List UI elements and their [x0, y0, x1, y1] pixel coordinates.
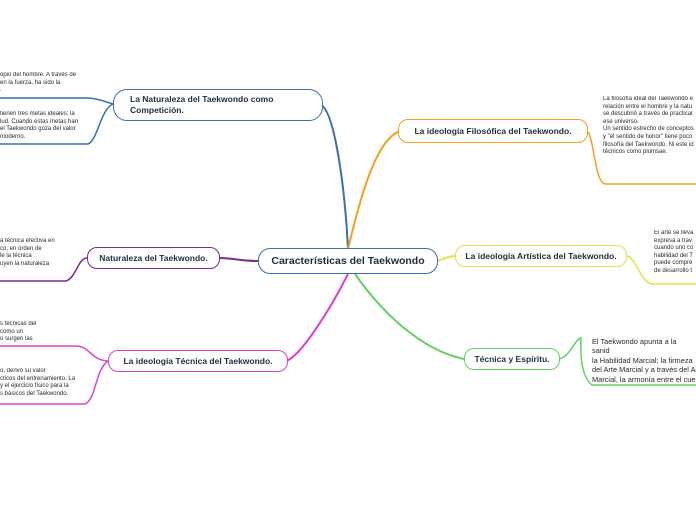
link-competicion-note1	[0, 97, 114, 105]
branch-espiritu[interactable]: Técnica y Espíritu.	[464, 348, 560, 370]
link-center-competicion	[319, 103, 349, 250]
link-filosofica-note1	[585, 130, 696, 185]
note-naturaleza-1: a técnica efectiva en co, en orden de le…	[0, 238, 55, 267]
link-center-naturaleza	[217, 257, 259, 262]
branch-filosofica[interactable]: La ideología Filosófica del Taekwondo.	[398, 119, 588, 143]
note-artistica-1: El arte se lleva expresa a trav cuando u…	[654, 230, 694, 274]
link-naturaleza-note1	[0, 257, 88, 282]
branch-naturaleza-label: Naturaleza del Taekwondo.	[99, 252, 208, 263]
center-node-label: Características del Taekwondo	[271, 254, 425, 267]
link-center-tecnica	[285, 273, 349, 362]
note-tecnica-1: s técnicas del como un o surgen las	[0, 321, 37, 343]
note-filosofica-1: La filosofía ideal del Taekwondo e relac…	[603, 96, 694, 156]
link-artistica-note1	[625, 255, 696, 285]
branch-filosofica-label: La ideología Filosófica del Taekwondo.	[414, 125, 572, 136]
branch-espiritu-label: Técnica y Espíritu.	[474, 353, 550, 364]
link-center-filosofica	[347, 130, 401, 250]
branch-artistica-label: La ideología Artística del Taekwondo.	[465, 250, 617, 261]
link-competicion-note2	[0, 103, 114, 145]
note-tecnica-2: o, derivó su valor cticos del entrenamie…	[0, 368, 76, 397]
link-center-espiritu	[354, 273, 465, 360]
link-espiritu-note1	[558, 336, 696, 386]
link-tecnica-note2	[0, 360, 109, 405]
note-competicion-2: tienen tres metas ideales; la lud. Cuand…	[0, 111, 79, 140]
branch-competicion[interactable]: La Naturaleza del Taekwondo como Competi…	[113, 89, 323, 121]
center-node[interactable]: Características del Taekwondo	[258, 248, 438, 274]
note-competicion-1: opio del hombre. A través de en la fuerz…	[0, 72, 77, 94]
link-tecnica-note1	[0, 345, 109, 362]
branch-naturaleza[interactable]: Naturaleza del Taekwondo.	[87, 247, 220, 269]
branch-competicion-label: La Naturaleza del Taekwondo como Competi…	[130, 94, 274, 115]
branch-tecnica[interactable]: La ideología Técnica del Taekwondo.	[108, 350, 288, 372]
link-center-artistica	[437, 255, 456, 262]
note-espiritu-1: El Taekwondo apunta a la sanid la Habili…	[592, 337, 696, 385]
branch-tecnica-label: La ideología Técnica del Taekwondo.	[123, 355, 273, 366]
branch-artistica[interactable]: La ideología Artística del Taekwondo.	[455, 245, 627, 267]
